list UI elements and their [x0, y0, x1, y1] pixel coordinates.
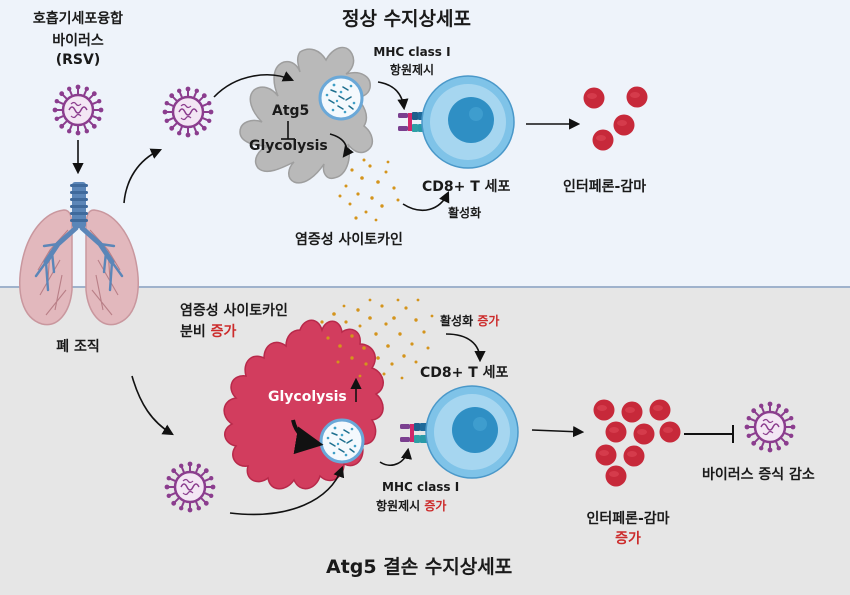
ifn-gamma-label-top: 인터페론-감마 [563, 179, 647, 195]
mhc-class-i-label-top: MHC class I [373, 45, 451, 59]
antigen-presentation-text: 항원제시 [376, 499, 421, 513]
cytokine-secretion-label-line2: 분비 증가 [180, 321, 236, 341]
virus-name-line1: 호흡기세포융합 [32, 11, 124, 27]
phagosome-icon-top [318, 75, 364, 121]
panel-divider [0, 286, 850, 288]
antigen-presentation-increase-label: 항원제시 증가 [376, 497, 446, 514]
cd8-t-cell-label-bottom: CD8+ T 세포 [420, 365, 509, 381]
atg5-deficient-dc-title: Atg5 결손 수지상세포 [326, 556, 513, 578]
cytokine-particles-top [338, 158, 400, 222]
cytokine-particles-bottom [320, 298, 434, 380]
normal-dc-title: 정상 수지상세포 [342, 8, 471, 30]
cd8-t-cell-label-top: CD8+ T 세포 [422, 179, 511, 195]
lung-icon [19, 182, 139, 326]
increase-highlight: 증가 [477, 314, 500, 328]
ifn-gamma-top-icon [583, 86, 648, 151]
glycolysis-label-top: Glycolysis [249, 138, 328, 154]
virus-icon-reduced [743, 400, 797, 454]
secretion-text: 분비 [180, 324, 206, 340]
ifn-gamma-label-bottom: 인터페론-감마 [586, 511, 670, 527]
mhc-class-i-label-bottom: MHC class I [382, 480, 460, 494]
ifn-gamma-increase-label: 증가 [615, 531, 641, 547]
atg5-label: Atg5 [272, 103, 310, 119]
virus-icon-bottom [163, 460, 217, 514]
ifn-gamma-bottom-icon [593, 399, 681, 487]
rsv-virus-icon [51, 83, 105, 137]
increase-highlight: 증가 [210, 324, 237, 340]
cytokine-secretion-label-line1: 염증성 사이토카인 [180, 303, 288, 319]
activation-label-top: 활성화 [448, 206, 482, 220]
virus-name-line2: 바이러스 [52, 33, 104, 49]
inflammatory-cytokine-label-top: 염증성 사이토카인 [295, 232, 403, 248]
virus-replication-reduction-label: 바이러스 증식 감소 [702, 467, 815, 483]
virus-name-line3: (RSV) [55, 52, 101, 68]
antigen-presentation-label-top: 항원제시 [389, 63, 435, 77]
cd8-t-cell-icon-top [421, 75, 515, 169]
normal-dc-panel [0, 0, 850, 287]
activation-increase-label: 활성화 증가 [440, 312, 499, 329]
lung-tissue-label: 폐 조직 [56, 339, 100, 355]
cd8-t-cell-icon-bottom [425, 385, 519, 479]
increase-highlight: 증가 [424, 499, 447, 513]
activation-text: 활성화 [440, 314, 474, 328]
phagosome-icon-bottom [319, 418, 365, 464]
glycolysis-label-bottom: Glycolysis [268, 389, 347, 405]
virus-icon-top [161, 85, 215, 139]
